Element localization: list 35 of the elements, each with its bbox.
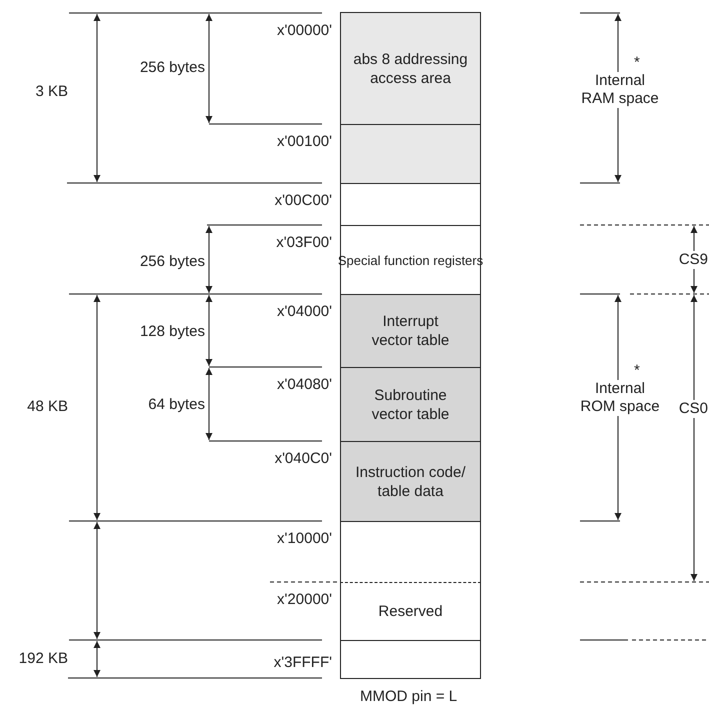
chip-select-label: CS9 [678, 251, 708, 269]
footnote-mark: * [634, 362, 640, 380]
caption: MMOD pin = L [360, 688, 458, 706]
memory-block [340, 12, 481, 124]
memory-block [340, 367, 481, 441]
address-label: x'20000' [277, 591, 332, 609]
memory-block [340, 294, 481, 367]
region-label: Internal RAM space [580, 72, 660, 108]
chip-select-label: CS0 [678, 400, 708, 418]
footnote-mark: * [634, 54, 640, 72]
block-label: Reserved [377, 602, 444, 621]
address-label: x'04080' [277, 376, 332, 394]
size-label: 64 bytes [148, 396, 205, 414]
size-label: 256 bytes [140, 59, 205, 77]
empty-memory-block [340, 521, 481, 582]
address-label: x'040C0' [274, 450, 332, 468]
block-label: Interrupt vector table [370, 312, 450, 350]
size-label: 256 bytes [140, 253, 205, 271]
memory-block [340, 441, 481, 521]
region-label: Internal ROM space [580, 380, 660, 416]
address-label: x'03F00' [276, 234, 332, 252]
block-label: Instruction code/ table data [354, 462, 467, 500]
block-label: Subroutine vector table [370, 386, 450, 424]
address-label: x'3FFFF' [274, 654, 332, 672]
empty-memory-block [340, 124, 481, 183]
empty-memory-block [340, 183, 481, 225]
address-label: x'00000' [277, 22, 332, 40]
address-label: x'00C00' [274, 192, 332, 210]
memory-block [340, 582, 481, 640]
empty-memory-block [340, 640, 481, 679]
block-label: abs 8 addressing access area [352, 50, 469, 88]
address-label: x'04000' [277, 303, 332, 321]
address-label: x'00100' [277, 133, 332, 151]
size-label: 128 bytes [140, 323, 205, 341]
address-label: x'10000' [277, 530, 332, 548]
